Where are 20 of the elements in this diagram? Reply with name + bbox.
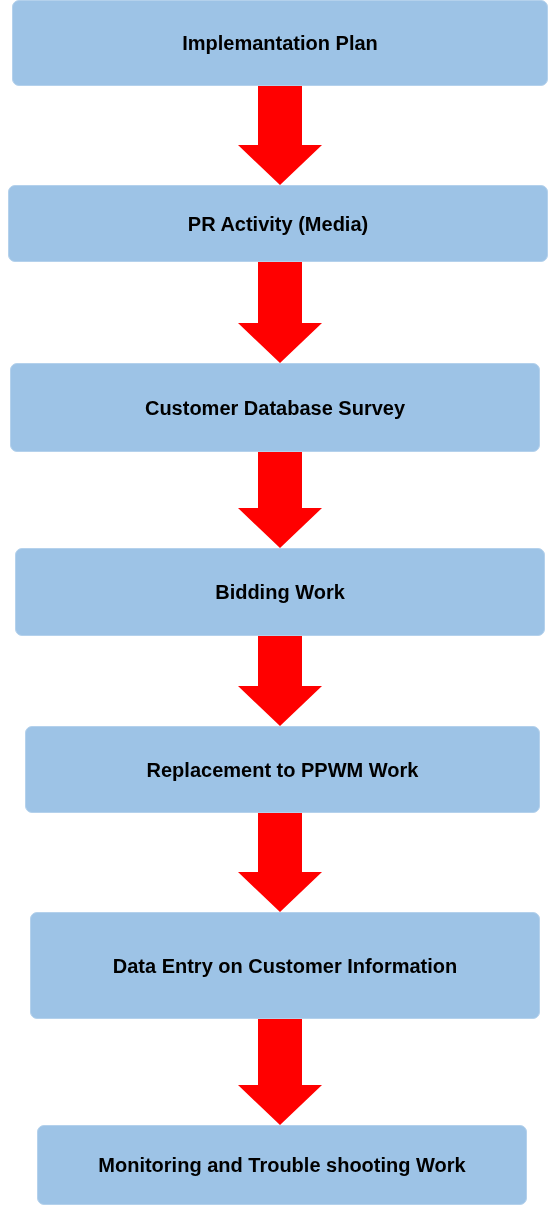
block-arrow	[238, 636, 322, 726]
block-arrow	[238, 1019, 322, 1125]
step-label: PR Activity (Media)	[187, 212, 369, 235]
step-label: Monitoring and Trouble shooting Work	[98, 1154, 466, 1176]
process-box	[10, 363, 540, 452]
process-box	[25, 726, 540, 813]
step-label: Bidding Work	[215, 581, 345, 603]
block-arrow	[238, 86, 322, 185]
process-box	[15, 548, 545, 636]
process-box	[8, 185, 548, 262]
step-label: Customer Database Survey	[144, 396, 406, 419]
process-box	[12, 0, 548, 86]
step-label: Data Entry on Customer Information	[112, 954, 458, 977]
block-arrow	[238, 262, 322, 363]
process-box	[30, 912, 540, 1019]
block-arrow	[238, 813, 322, 912]
block-arrow	[238, 452, 322, 548]
step-label: Replacement to PPWM Work	[146, 758, 419, 781]
process-box	[37, 1125, 527, 1205]
step-label: Implemantation Plan	[182, 32, 378, 54]
